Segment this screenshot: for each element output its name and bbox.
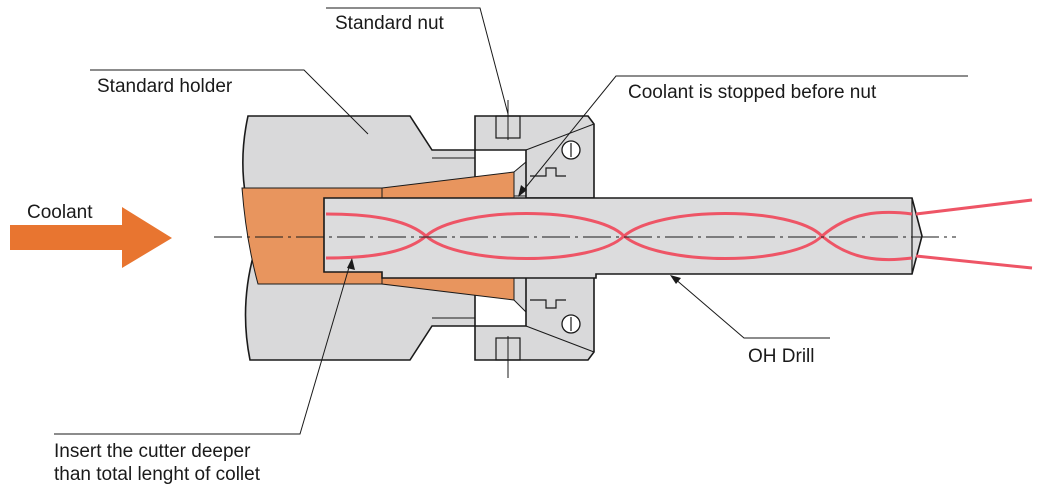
leader-coolant-stopped <box>521 75 968 193</box>
leader-standard-holder <box>90 69 369 135</box>
label-coolant-stopped: Coolant is stopped before nut <box>628 82 877 103</box>
label-insert-line2: than total lenght of collet <box>54 464 261 485</box>
arrowhead-insert-cutter <box>347 258 355 270</box>
leader-oh-drill <box>673 277 830 339</box>
seal-step-bottom <box>530 299 566 309</box>
arrowhead-oh-drill <box>670 275 681 284</box>
coolant-jet-upper <box>915 198 1033 216</box>
leader-lines <box>54 7 968 435</box>
ball-bearing-icon <box>561 140 581 160</box>
collet-lower-wedge <box>513 275 527 314</box>
leader-standard-nut <box>326 7 509 115</box>
leader-arrowheads <box>347 185 681 284</box>
nut-diagonal-bottom <box>525 325 595 353</box>
coolant-arrow-icon <box>10 207 172 268</box>
nut-lower <box>474 275 595 361</box>
label-insert-line1: Insert the cutter deeper <box>54 441 251 462</box>
coolant-jet-lower <box>915 254 1033 270</box>
standard-nut <box>474 100 595 378</box>
coolant-channel-lower <box>325 233 913 262</box>
seal-step-top <box>530 167 566 177</box>
oh-drill <box>323 197 1033 279</box>
nut-diagonal-top <box>525 123 595 151</box>
arrowhead-coolant-stopped <box>518 185 527 197</box>
ball-bearing-icon <box>561 314 581 334</box>
leader-insert-cutter <box>54 263 351 435</box>
label-oh-drill: OH Drill <box>748 346 815 367</box>
label-standard-holder: Standard holder <box>97 76 233 97</box>
label-coolant: Coolant <box>27 202 93 223</box>
label-standard-nut: Standard nut <box>335 13 445 34</box>
